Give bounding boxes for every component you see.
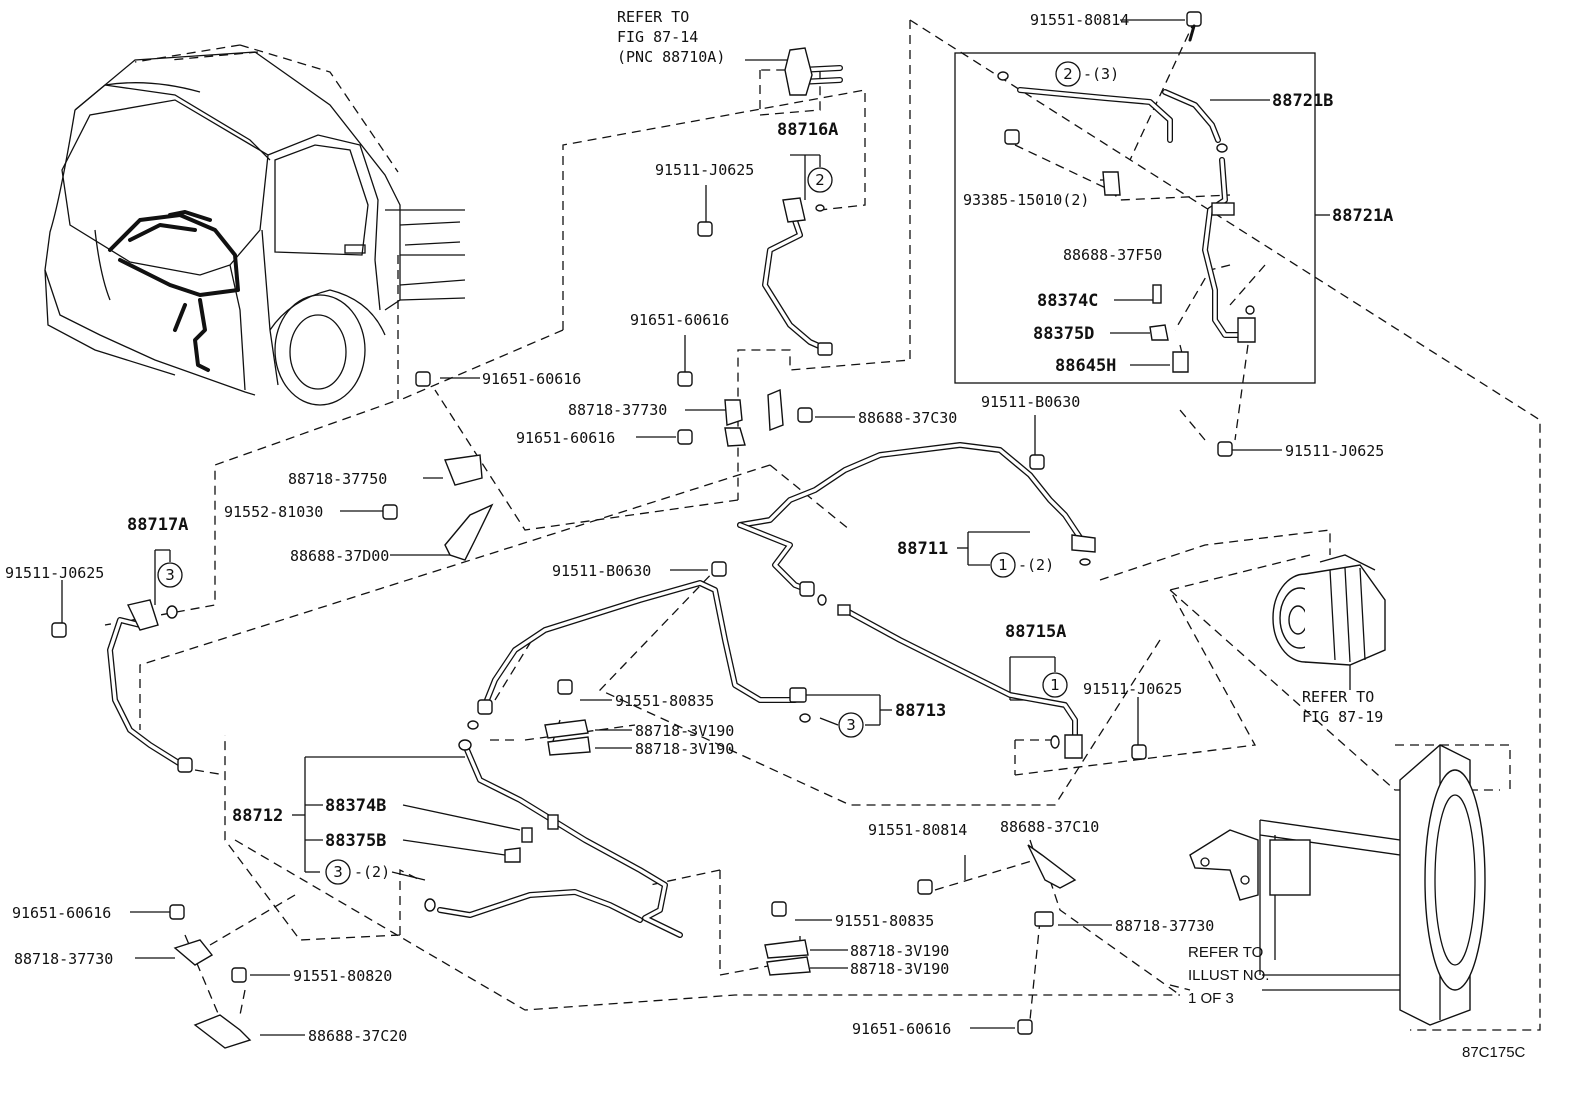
- callout-suffix: -(2): [1018, 556, 1054, 574]
- part-number: 88688-37C20: [308, 1027, 407, 1045]
- callout-3: 3: [333, 863, 343, 881]
- part-number: 91651-60616: [482, 370, 581, 388]
- refer-label: REFER TO: [617, 8, 689, 26]
- refer-label: REFER TO: [1302, 688, 1374, 706]
- part-number: 88688-37F50: [1063, 246, 1162, 264]
- part-number: 91511-B0630: [552, 562, 651, 580]
- part-number: 91511-J0625: [1285, 442, 1384, 460]
- part-number: 88375D: [1033, 324, 1094, 344]
- refer-label: FIG 87-14: [617, 28, 698, 46]
- part-number: 88715A: [1005, 622, 1066, 642]
- hardware-parts: [51, 11, 1256, 1049]
- part-number: 88721B: [1272, 91, 1333, 111]
- callout-2: 2: [815, 171, 825, 189]
- refer-label: REFER TO: [1188, 944, 1263, 961]
- part-number: 91651-60616: [630, 311, 729, 329]
- part-number: 88718-37750: [288, 470, 387, 488]
- refer-label: ILLUST NO.: [1188, 967, 1269, 984]
- part-number: 88718-3V190: [635, 740, 734, 758]
- part-number: 91551-80835: [835, 912, 934, 930]
- part-number: 88688-37C30: [858, 409, 957, 427]
- part-number: 88718-37730: [14, 950, 113, 968]
- callout-1: 1: [998, 556, 1008, 574]
- refer-label: (PNC 88710A): [617, 48, 725, 66]
- part-number: 88716A: [777, 120, 838, 140]
- part-number: 88713: [895, 701, 946, 721]
- part-number: 91551-80835: [615, 692, 714, 710]
- part-number: 91551-80814: [1030, 11, 1129, 29]
- part-number: 88645H: [1055, 356, 1116, 376]
- refer-label: FIG 87-19: [1302, 708, 1383, 726]
- part-number: 88375B: [325, 831, 386, 851]
- condenser-fan-illustration: [1189, 744, 1486, 1026]
- part-number: 88688-37C10: [1000, 818, 1099, 836]
- assembly-box-88721A: [954, 52, 1316, 384]
- part-number: 88718-3V190: [850, 960, 949, 978]
- callout-1: 1: [1050, 676, 1060, 694]
- part-number: 91511-B0630: [981, 393, 1080, 411]
- part-number: 88718-3V190: [850, 942, 949, 960]
- part-number: 88718-37730: [1115, 917, 1214, 935]
- part-number: 88711: [897, 539, 948, 559]
- part-labels: REFER TO FIG 87-14 (PNC 88710A) 91551-80…: [5, 8, 1526, 1061]
- callout-2: 2: [1063, 65, 1073, 83]
- part-number: 91551-80820: [293, 967, 392, 985]
- part-number: 91651-60616: [12, 904, 111, 922]
- callout-circles: 2 2 3 1 1 3 3: [157, 61, 1081, 885]
- part-number: 91651-60616: [516, 429, 615, 447]
- part-number: 93385-15010(2): [963, 191, 1089, 209]
- part-number: 91552-81030: [224, 503, 323, 521]
- part-number: 88374B: [325, 796, 386, 816]
- refrigerant-pipes: [107, 65, 1251, 938]
- refer-label: 1 OF 3: [1188, 990, 1234, 1007]
- part-number: 91511-J0625: [1083, 680, 1182, 698]
- part-number: 88718-3V190: [635, 722, 734, 740]
- part-number: 88688-37D00: [290, 547, 389, 565]
- callout-3: 3: [165, 566, 175, 584]
- callout-3: 3: [846, 716, 856, 734]
- callout-suffix: -(2): [354, 863, 390, 881]
- callout-suffix: -(3): [1083, 65, 1119, 83]
- part-number: 91511-J0625: [5, 564, 104, 582]
- truck-cab-illustration: [44, 51, 466, 406]
- part-number: 88721A: [1332, 206, 1393, 226]
- part-number: 88718-37730: [568, 401, 667, 419]
- part-number: 88717A: [127, 515, 188, 535]
- part-number: 91651-60616: [852, 1020, 951, 1038]
- figure-code: 87C175C: [1462, 1044, 1526, 1061]
- solid-leader-lines: [61, 19, 1351, 1036]
- part-number: 88712: [232, 806, 283, 826]
- compressor-illustration: [1272, 554, 1386, 666]
- part-number: 88374C: [1037, 291, 1098, 311]
- part-number: 91511-J0625: [655, 161, 754, 179]
- part-number: 91551-80814: [868, 821, 967, 839]
